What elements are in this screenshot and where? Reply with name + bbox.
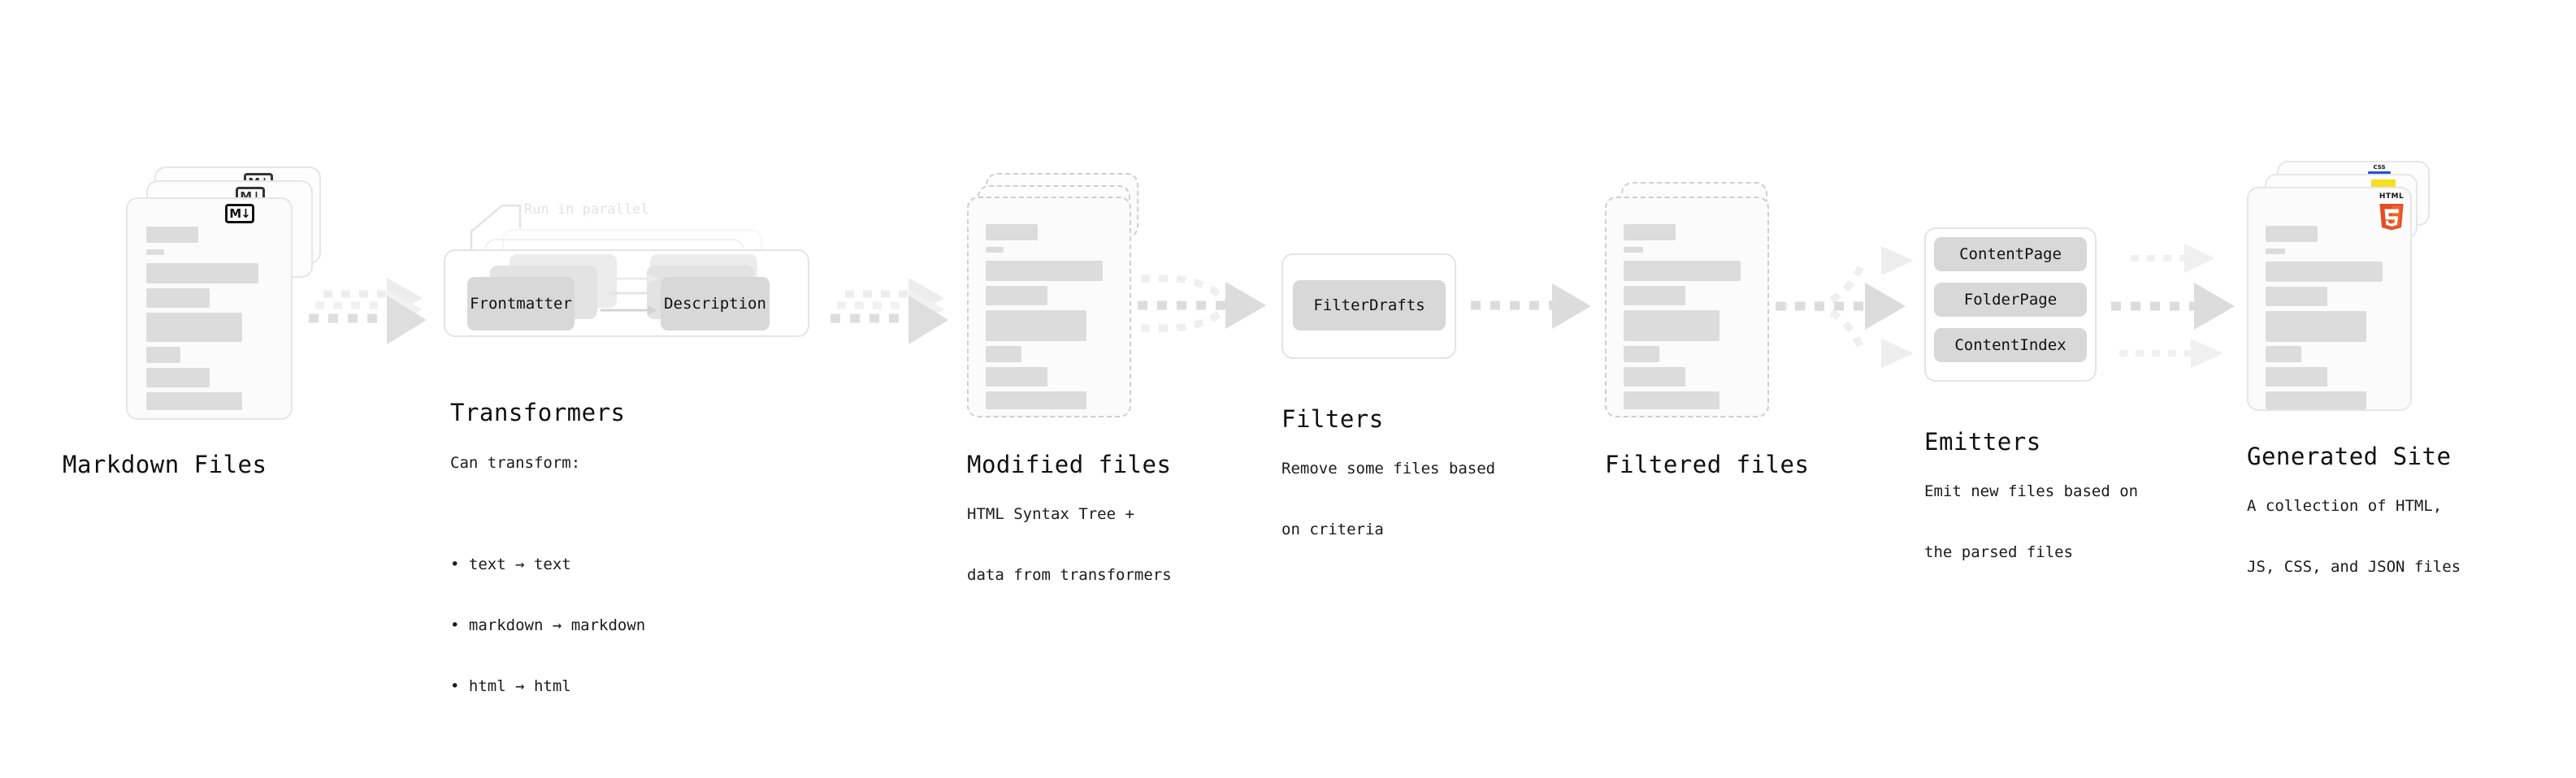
content-bar bbox=[986, 391, 1086, 409]
modified-files-caption: HTML Syntax Tree + data from transformer… bbox=[967, 464, 1172, 626]
emitters-caption-line: the parsed files bbox=[1924, 543, 2074, 561]
arrow-markdown-to-transformers bbox=[309, 278, 427, 344]
run-in-parallel-bracket bbox=[470, 204, 522, 253]
transformer-chip-description[interactable]: Description bbox=[661, 277, 770, 331]
content-bar bbox=[986, 247, 1004, 253]
emitter-chip-contentpage[interactable]: ContentPage bbox=[1934, 237, 2087, 271]
emitters-caption-line: Emit new files based on bbox=[1924, 482, 2139, 500]
generated-site-caption-line: A collection of HTML, bbox=[2247, 497, 2443, 515]
pipeline-diagram: M↓ M↓ M↓ Markdown Files bbox=[0, 0, 2576, 681]
stage-title-emitters: Emitters bbox=[1924, 428, 2041, 456]
content-bar bbox=[1624, 310, 1720, 341]
transformers-caption-head: Can transform: bbox=[450, 454, 581, 472]
content-bar bbox=[146, 392, 242, 410]
content-bar bbox=[146, 313, 242, 342]
markdown-icon: M↓ bbox=[225, 204, 254, 223]
content-bar bbox=[146, 368, 210, 387]
content-bar bbox=[986, 286, 1047, 305]
content-bar bbox=[986, 261, 1103, 281]
content-bar bbox=[2266, 311, 2366, 342]
modified-files-caption-line: data from transformers bbox=[967, 566, 1172, 584]
emitter-chip-folderpage[interactable]: FolderPage bbox=[1934, 283, 2087, 317]
transformers-bullet: markdown → markdown bbox=[450, 616, 645, 636]
arrow-filters-to-filtered bbox=[1471, 283, 1591, 329]
filter-chip-filterdrafts-label: FilterDrafts bbox=[1313, 296, 1425, 314]
emitter-chip-contentindex[interactable]: ContentIndex bbox=[1934, 328, 2087, 362]
content-bar bbox=[2266, 346, 2301, 362]
filters-caption: Remove some files based on criteria bbox=[1281, 418, 1495, 581]
generated-site-caption: A collection of HTML, JS, CSS, and JSON … bbox=[2247, 456, 2461, 618]
css-icon-label: CSS bbox=[2373, 164, 2386, 171]
stage-title-filtered-files: Filtered files bbox=[1605, 451, 1810, 478]
stage-title-generated-site: Generated Site bbox=[2247, 443, 2452, 470]
emitters-caption: Emit new files based on the parsed files bbox=[1924, 441, 2138, 603]
transformers-caption: Can transform: text → text markdown → ma… bbox=[450, 413, 645, 778]
emitter-chip-contentpage-label: ContentPage bbox=[1959, 245, 2062, 263]
content-bar bbox=[146, 227, 198, 243]
transformer-chip-frontmatter-label: Frontmatter bbox=[470, 295, 572, 313]
transformer-inner-arrows bbox=[601, 274, 657, 315]
markdown-file-card-front bbox=[126, 197, 293, 420]
html5-icon-label: HTML bbox=[2379, 192, 2405, 201]
content-bar bbox=[986, 346, 1021, 362]
arrow-emitters-to-site bbox=[2111, 244, 2235, 368]
content-bar bbox=[146, 347, 180, 363]
generated-site-caption-line: JS, CSS, and JSON files bbox=[2247, 558, 2461, 576]
arrow-filtered-to-emitters-fanout bbox=[1776, 246, 1914, 368]
emitter-chip-contentindex-label: ContentIndex bbox=[1954, 336, 2066, 354]
stage-title-modified-files: Modified files bbox=[967, 451, 1172, 478]
content-bar bbox=[2266, 261, 2383, 282]
content-bar bbox=[2266, 249, 2285, 254]
transformer-chip-frontmatter[interactable]: Frontmatter bbox=[467, 277, 575, 331]
filtered-file-card-front bbox=[1605, 197, 1769, 417]
transformers-bullet: text → text bbox=[450, 555, 645, 575]
emitter-chip-folderpage-label: FolderPage bbox=[1963, 291, 2058, 309]
content-bar bbox=[2266, 391, 2366, 409]
modified-files-caption-line: HTML Syntax Tree + bbox=[967, 505, 1134, 523]
filter-chip-filterdrafts[interactable]: FilterDrafts bbox=[1293, 280, 1446, 331]
content-bar bbox=[1624, 224, 1676, 240]
filters-caption-line: Remove some files based bbox=[1281, 460, 1496, 478]
content-bar bbox=[146, 249, 164, 255]
stage-title-filters: Filters bbox=[1281, 405, 1384, 433]
content-bar bbox=[1624, 247, 1643, 253]
content-bar bbox=[986, 310, 1086, 341]
content-bar bbox=[1624, 391, 1720, 409]
content-bar bbox=[146, 288, 210, 308]
css-icon: CSS bbox=[2368, 164, 2391, 175]
content-bar bbox=[1624, 346, 1659, 362]
content-bar bbox=[1624, 261, 1741, 281]
content-bar bbox=[146, 263, 258, 283]
transformers-bullet-list: text → text markdown → markdown html → h… bbox=[450, 514, 645, 737]
content-bar bbox=[2266, 226, 2318, 242]
run-in-parallel-label: Run in parallel bbox=[524, 201, 649, 218]
content-bar bbox=[986, 224, 1038, 240]
transformers-bullet: html → html bbox=[450, 676, 645, 697]
content-bar bbox=[1624, 286, 1685, 305]
content-bar bbox=[986, 367, 1047, 387]
content-bar bbox=[2266, 287, 2327, 306]
stage-title-transformers: Transformers bbox=[450, 399, 626, 426]
filters-caption-line: on criteria bbox=[1281, 521, 1384, 538]
stage-title-markdown-files: Markdown Files bbox=[63, 451, 267, 478]
transformer-chip-description-label: Description bbox=[664, 295, 766, 313]
arrow-transformers-to-modified bbox=[830, 278, 948, 344]
content-bar bbox=[2266, 367, 2327, 387]
arrow-modified-to-filters-merge bbox=[1138, 274, 1266, 332]
content-bar bbox=[1624, 367, 1685, 387]
modified-file-card-front bbox=[967, 197, 1131, 417]
html5-icon: HTML bbox=[2374, 192, 2409, 235]
